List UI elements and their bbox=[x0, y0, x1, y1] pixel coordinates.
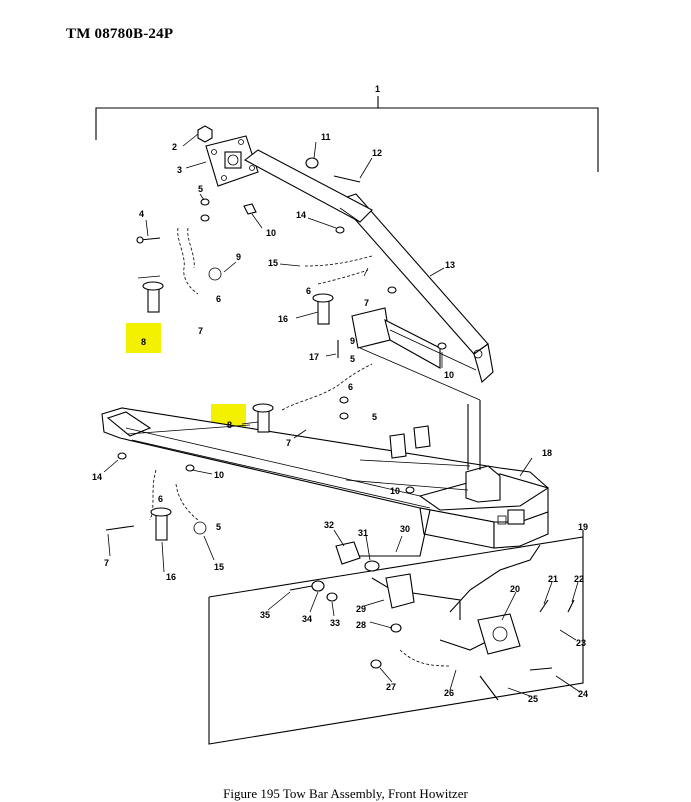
callout-27: 27 bbox=[386, 682, 396, 692]
callout-12: 12 bbox=[372, 148, 382, 158]
chain-middle bbox=[252, 340, 373, 433]
hardware-upper bbox=[117, 157, 447, 494]
callout-28: 28 bbox=[356, 620, 366, 630]
callout-7b: 7 bbox=[364, 298, 369, 308]
callout-31: 31 bbox=[358, 528, 368, 538]
callout-1: 1 bbox=[375, 84, 380, 94]
callout-20: 20 bbox=[510, 584, 520, 594]
callout-21: 21 bbox=[548, 574, 558, 584]
callout-3: 3 bbox=[177, 165, 182, 175]
pin-upper-left bbox=[137, 275, 164, 313]
callout-9a: 9 bbox=[236, 252, 241, 262]
callout-10d: 10 bbox=[390, 486, 400, 496]
callout-5c: 5 bbox=[372, 412, 377, 422]
callout-11: 11 bbox=[321, 132, 331, 142]
callout-16b: 16 bbox=[166, 572, 176, 582]
callout-6b: 6 bbox=[306, 286, 311, 296]
callout-7a: 7 bbox=[198, 326, 203, 336]
figure-caption: Figure 195 Tow Bar Assembly, Front Howit… bbox=[223, 786, 468, 801]
highlight-mark-upper bbox=[126, 323, 161, 353]
callout-labels: 1 2 3 4 5 6 7 8 9 10 11 12 13 14 15 6 7 … bbox=[92, 84, 588, 704]
chain-upper-center bbox=[304, 255, 373, 325]
callout-30: 30 bbox=[400, 524, 410, 534]
callout-29: 29 bbox=[356, 604, 366, 614]
callout-22: 22 bbox=[574, 574, 584, 584]
callout-5b: 5 bbox=[350, 354, 355, 364]
callout-5d: 5 bbox=[216, 522, 221, 532]
callout-34: 34 bbox=[302, 614, 312, 624]
callout-13: 13 bbox=[445, 260, 455, 270]
tow-bar-frame bbox=[101, 400, 550, 549]
callout-8a: 8 bbox=[141, 337, 146, 347]
callout-6a: 6 bbox=[216, 294, 221, 304]
callout-15a: 15 bbox=[268, 258, 278, 268]
callout-15b: 15 bbox=[214, 562, 224, 572]
callout-35: 35 bbox=[260, 610, 270, 620]
callout-4: 4 bbox=[139, 209, 144, 219]
assembly-bracket bbox=[95, 96, 599, 172]
callout-6d: 6 bbox=[158, 494, 163, 504]
document-id: TM 08780B-24P bbox=[66, 26, 174, 42]
callout-14a: 14 bbox=[296, 210, 306, 220]
kit-components bbox=[289, 509, 575, 701]
callout-10a: 10 bbox=[266, 228, 276, 238]
callout-2: 2 bbox=[172, 142, 177, 152]
callout-9b: 9 bbox=[350, 336, 355, 346]
chain-lower-left bbox=[105, 469, 207, 541]
leader-lines bbox=[103, 133, 581, 697]
upper-arm bbox=[243, 149, 494, 401]
callout-7c: 7 bbox=[286, 438, 291, 448]
callout-33: 33 bbox=[330, 618, 340, 628]
callout-5a: 5 bbox=[198, 184, 203, 194]
callout-19: 19 bbox=[578, 522, 588, 532]
mounting-plate bbox=[197, 125, 259, 187]
callout-10c: 10 bbox=[214, 470, 224, 480]
callout-8b: 8 bbox=[227, 420, 232, 430]
callout-26: 26 bbox=[444, 688, 454, 698]
kit-bracket bbox=[208, 530, 584, 745]
callout-17: 17 bbox=[309, 352, 319, 362]
callout-24: 24 bbox=[578, 689, 588, 699]
chain-upper-left bbox=[136, 227, 222, 295]
callout-7d: 7 bbox=[104, 558, 109, 568]
callout-16a: 16 bbox=[278, 314, 288, 324]
callout-23: 23 bbox=[576, 638, 586, 648]
callout-14b: 14 bbox=[92, 472, 102, 482]
callout-25: 25 bbox=[528, 694, 538, 704]
callout-10b: 10 bbox=[444, 370, 454, 380]
callout-32: 32 bbox=[324, 520, 334, 530]
callout-18: 18 bbox=[542, 448, 552, 458]
callout-6c: 6 bbox=[348, 382, 353, 392]
